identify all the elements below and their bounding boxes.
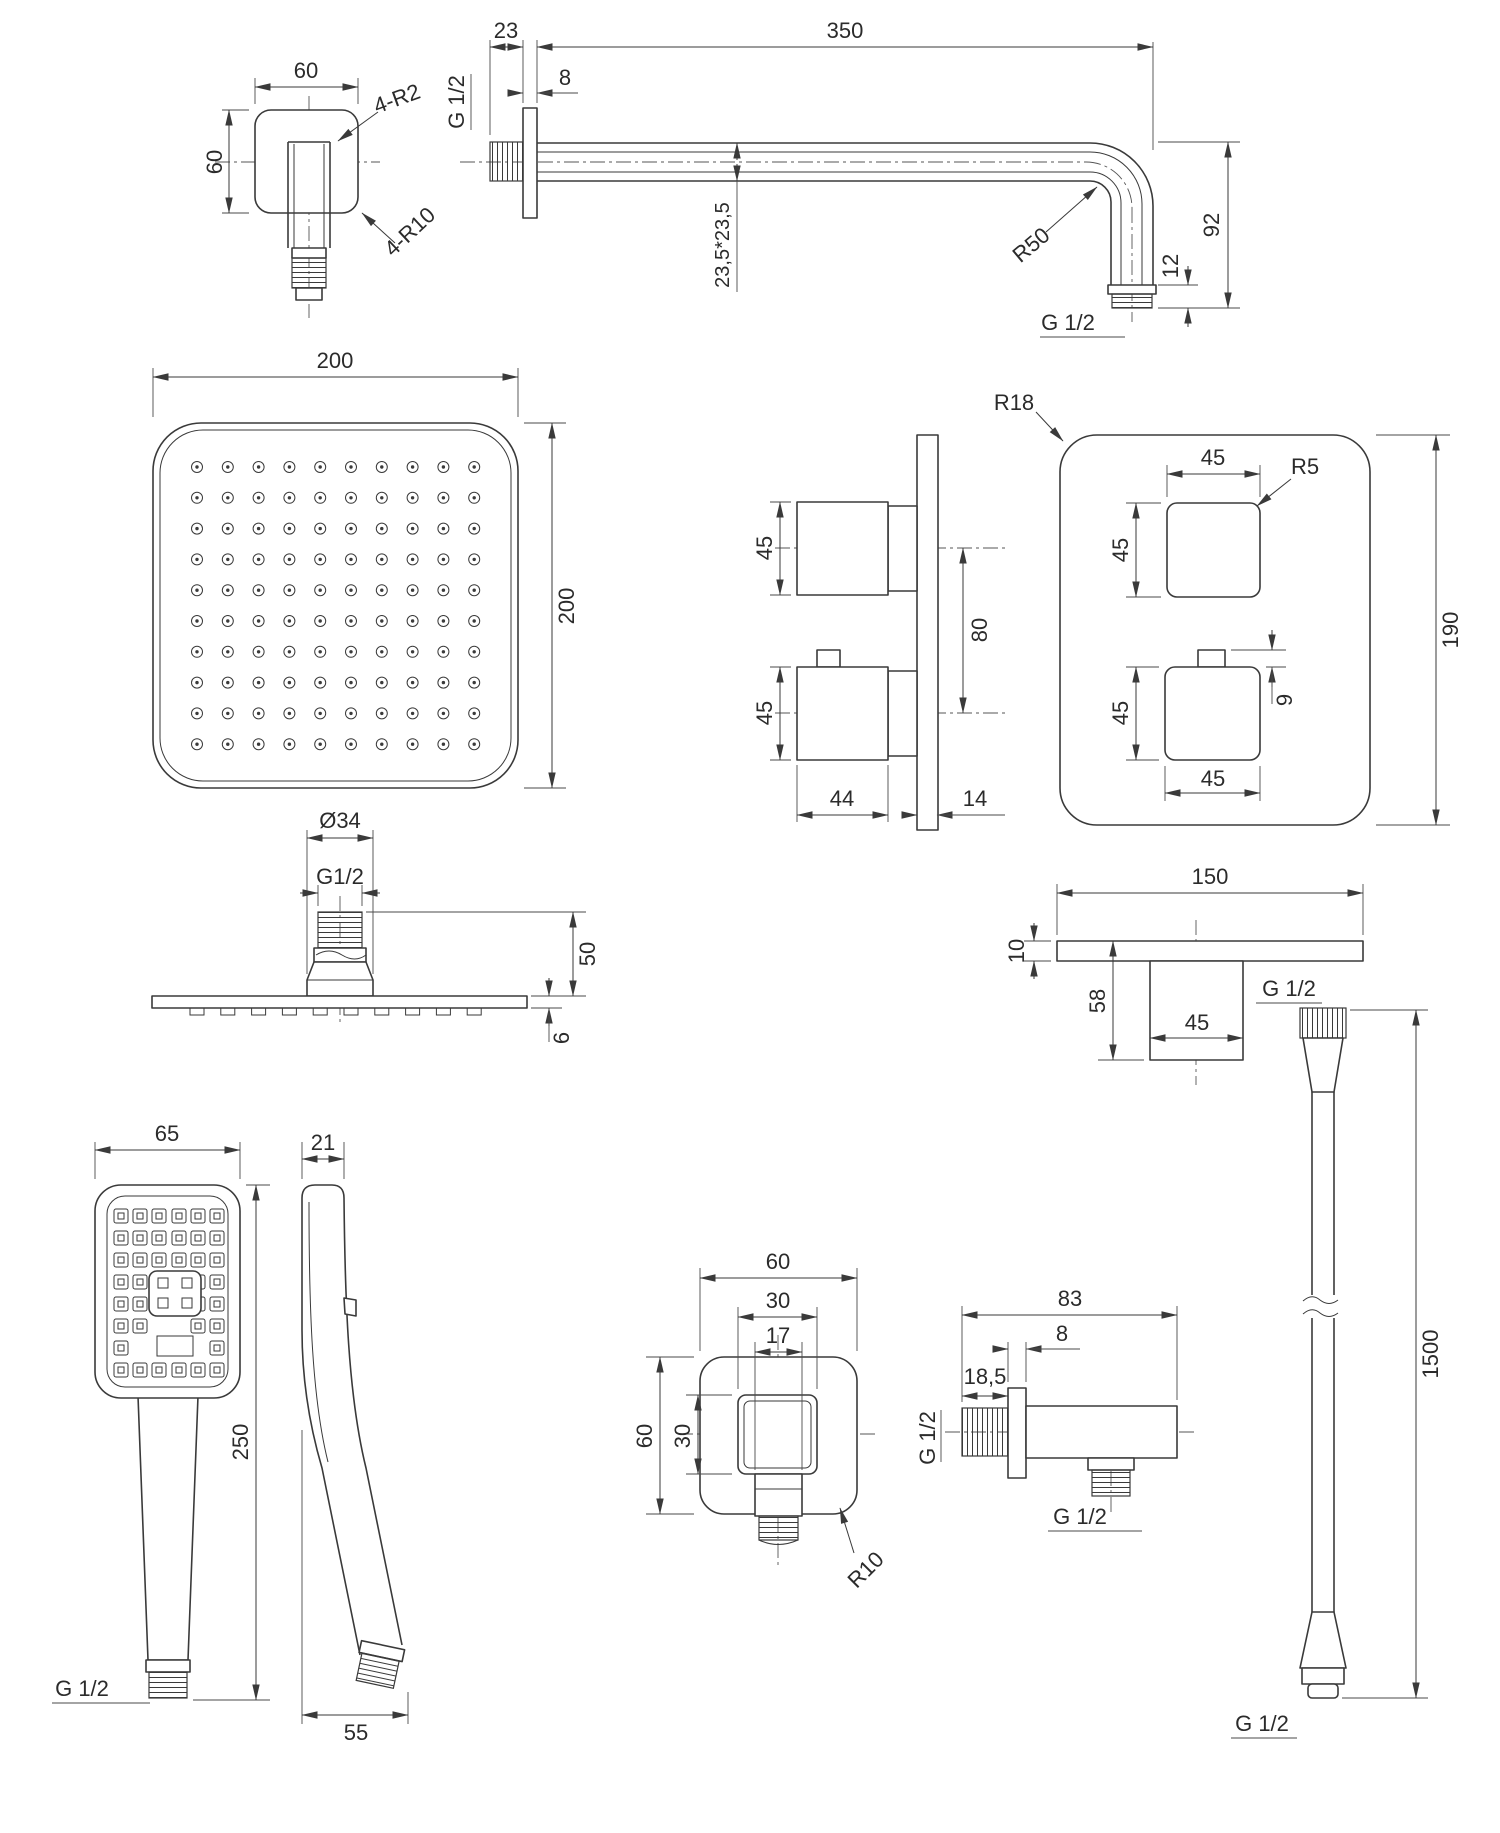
dim-mixer-knob-w: 45 — [1201, 445, 1225, 470]
dim-mixer-body-depth: 44 — [830, 786, 854, 811]
outlet-front-view: 60 30 17 60 30 R10 — [632, 1249, 889, 1593]
outlet-side-view: 83 8 18,5 G 1/2 G 1/2 — [915, 1286, 1195, 1532]
dim-elbow-width: 60 — [294, 58, 318, 83]
dim-head-height: 200 — [554, 588, 579, 625]
dim-head-hub-diameter: Ø34 — [319, 808, 361, 833]
dim-hand-length: 250 — [228, 1424, 253, 1461]
arm-side-view: 23 350 8 G 1/2 23,5*23,5 R50 92 12 G 1/2 — [444, 18, 1240, 338]
dim-head-thread: G1/2 — [316, 864, 364, 889]
elbow-front-view: 60 60 4-R2 4-R10 — [202, 58, 440, 318]
dim-mixer-knob2-h: 45 — [1108, 701, 1133, 725]
dim-arm-plate: 8 — [559, 65, 571, 90]
dim-trim-width: 150 — [1192, 864, 1229, 889]
dim-mixer-plate-depth: 14 — [963, 786, 987, 811]
note-outlet-radius: R10 — [843, 1547, 889, 1593]
label-arm-inlet-thread: G 1/2 — [444, 75, 469, 129]
label-outlet-side-thread: G 1/2 — [915, 1411, 940, 1465]
dim-mixer-plate-height: 190 — [1438, 612, 1463, 649]
head-side-view: Ø34 G1/2 50 6 — [151, 808, 600, 1044]
dim-mixer-knob-h: 45 — [1108, 538, 1133, 562]
dim-arm-length: 350 — [827, 18, 864, 43]
label-arm-outlet-thread: G 1/2 — [1041, 310, 1095, 335]
dim-mixer-knob2-w: 45 — [1201, 766, 1225, 791]
dim-arm-stub: 23 — [494, 18, 518, 43]
note-elbow-pipe-radius: 4-R2 — [370, 79, 423, 119]
dim-arm-drop: 92 — [1199, 213, 1224, 237]
dim-outlet-side-length: 83 — [1058, 1286, 1082, 1311]
dim-head-plate-thk: 6 — [549, 1032, 574, 1044]
label-hose-bottom-thread: G 1/2 — [1235, 1711, 1289, 1736]
dim-trim-plate-thk: 10 — [1004, 939, 1029, 963]
hand-shower-front-view: 65 250 G 1/2 — [52, 1121, 270, 1704]
dim-outlet-side-plate: 8 — [1056, 1321, 1068, 1346]
label-hose-top-thread: G 1/2 — [1262, 976, 1316, 1001]
mixer-side-view: 45 45 80 44 14 — [752, 434, 1005, 831]
trim-side-view: 150 10 58 45 — [1004, 864, 1364, 1085]
dim-outlet-height: 60 — [632, 1424, 657, 1448]
dim-arm-tube-section: 23,5*23,5 — [712, 202, 734, 288]
dim-arm-thread-len: 12 — [1158, 254, 1183, 278]
dim-hose-length: 1500 — [1418, 1330, 1443, 1379]
hand-nozzle-grid — [113, 1208, 225, 1378]
dim-outlet-width: 60 — [766, 1249, 790, 1274]
dim-outlet-boss-h: 30 — [670, 1424, 695, 1448]
dim-mixer-knob-bottom: 45 — [752, 701, 777, 725]
dim-trim-block: 45 — [1185, 1010, 1209, 1035]
note-mixer-plate-radius: R18 — [994, 390, 1034, 415]
dim-elbow-height: 60 — [202, 150, 227, 174]
dim-outlet-nut-w: 17 — [766, 1323, 790, 1348]
note-elbow-plate-radius: 4-R10 — [379, 202, 440, 261]
dim-outlet-side-stub: 18,5 — [964, 1364, 1007, 1389]
dim-outlet-boss-w: 30 — [766, 1288, 790, 1313]
label-outlet-bottom-thread: G 1/2 — [1053, 1504, 1107, 1529]
dim-mixer-spacing: 80 — [967, 618, 992, 642]
dim-hand-thickness: 21 — [311, 1130, 335, 1155]
dim-arm-bend-radius: R50 — [1008, 222, 1055, 267]
head-nozzle-bumps — [189, 1007, 482, 1016]
dim-mixer-tab: 9 — [1272, 694, 1297, 706]
dim-hand-offset: 55 — [344, 1720, 368, 1745]
label-hand-thread: G 1/2 — [55, 1676, 109, 1701]
hand-shower-side-view: 21 55 — [301, 1130, 409, 1745]
head-nozzle-grid — [191, 461, 481, 751]
hand-side-connector — [355, 1639, 406, 1690]
dim-hand-width: 65 — [155, 1121, 179, 1146]
head-front-view: 200 200 — [152, 348, 579, 789]
hose-view: G 1/2 1500 G 1/2 — [1231, 976, 1443, 1739]
note-mixer-knob-radius: R5 — [1291, 454, 1319, 479]
dim-trim-depth: 58 — [1085, 989, 1110, 1013]
dim-head-width: 200 — [317, 348, 354, 373]
dim-mixer-knob-top: 45 — [752, 536, 777, 560]
dim-head-hub-height: 50 — [575, 942, 600, 966]
mixer-front-view: R18 R5 45 45 45 45 9 190 — [994, 390, 1463, 826]
